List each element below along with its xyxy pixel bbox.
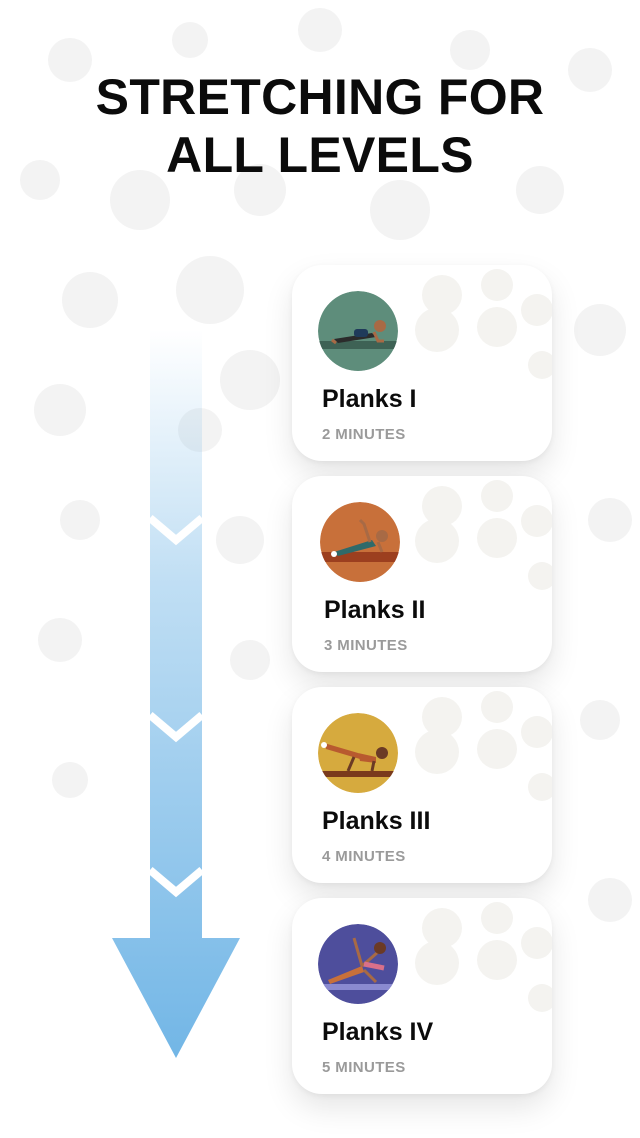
plank-figure-icon bbox=[318, 291, 398, 371]
headline-line-1: STRETCHING FOR bbox=[95, 69, 545, 125]
side-plank-figure-icon bbox=[320, 502, 400, 582]
card-dot-pattern bbox=[415, 902, 552, 1012]
level-duration: 4 MINUTES bbox=[322, 848, 406, 865]
level-title: Planks III bbox=[322, 807, 431, 835]
level-duration: 3 MINUTES bbox=[324, 637, 408, 654]
level-card-planks-2[interactable]: Planks II 3 MINUTES bbox=[292, 476, 552, 672]
level-title: Planks IV bbox=[322, 1018, 434, 1046]
headline-line-2: ALL LEVELS bbox=[166, 127, 474, 183]
page-headline: STRETCHING FOR ALL LEVELS bbox=[0, 68, 640, 184]
level-duration: 2 MINUTES bbox=[322, 426, 406, 443]
leg-raise-plank-figure-icon bbox=[318, 713, 398, 793]
level-duration: 5 MINUTES bbox=[322, 1059, 406, 1076]
card-dot-pattern bbox=[415, 691, 552, 801]
level-title: Planks I bbox=[322, 385, 417, 413]
card-dot-pattern bbox=[415, 480, 552, 590]
progression-arrow bbox=[112, 330, 240, 1058]
level-card-planks-4[interactable]: Planks IV 5 MINUTES bbox=[292, 898, 552, 1094]
card-dot-pattern bbox=[415, 269, 552, 379]
level-card-planks-1[interactable]: Planks I 2 MINUTES bbox=[292, 265, 552, 461]
level-title: Planks II bbox=[324, 596, 426, 624]
star-plank-figure-icon bbox=[318, 924, 398, 1004]
level-card-planks-3[interactable]: Planks III 4 MINUTES bbox=[292, 687, 552, 883]
